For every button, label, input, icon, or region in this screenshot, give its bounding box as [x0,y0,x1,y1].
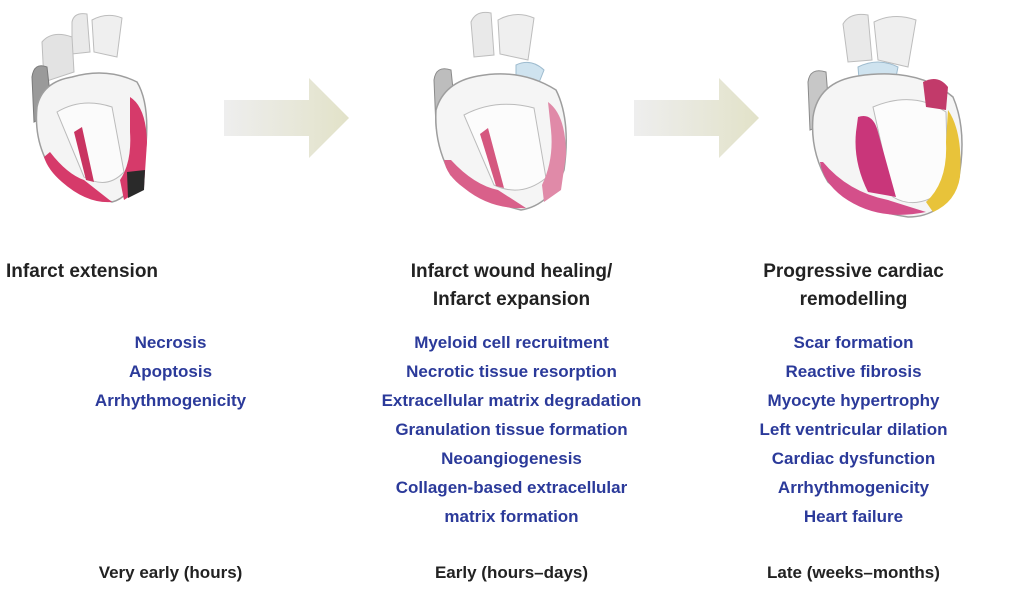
stage-title-line1: Progressive cardiac [763,261,944,282]
list-item: Cardiac dysfunction [771,449,936,468]
right-arrow-icon [224,78,349,158]
list-item: Necrotic tissue resorption [406,362,617,381]
list-item: Collagen-based extracellular [395,478,628,497]
list-item: Myeloid cell recruitment [414,333,609,352]
list-item: Apoptosis [128,362,213,381]
stage-very-early: Infarct extension Necrosis Apoptosis Arr… [0,0,341,597]
time-label: Early (hours–days) [434,563,589,582]
stage-late: Progressive cardiac remodelling Scar for… [683,0,1024,597]
time-label: Very early (hours) [98,563,243,582]
list-item: Arrhythmogenicity [94,391,247,410]
list-item: Myocyte hypertrophy [767,391,940,410]
process-list: Myeloid cell recruitment Necrotic tissue… [341,328,682,531]
stage-early: Infarct wound healing/ Infarct expansion… [341,0,682,597]
list-item: matrix formation [444,507,579,526]
stage-title: Infarct wound healing/ Infarct expansion [341,258,682,314]
stage-title: Infarct extension [6,258,341,286]
list-item: Heart failure [803,507,904,526]
stage-title-line2: Infarct expansion [432,289,591,310]
list-item: Neoangiogenesis [441,449,582,468]
stage-title-line2: remodelling [799,289,908,310]
list-item: Arrhythmogenicity [777,478,930,497]
list-item: Granulation tissue formation [395,420,628,439]
time-label: Late (weeks–months) [767,563,940,582]
stage-title-line1: Infarct extension [6,261,159,282]
list-item: Necrosis [134,333,207,352]
heart-illustration-icon [31,13,148,203]
heart-illustration-icon [807,13,963,218]
stage-title-line1: Infarct wound healing/ [410,261,613,282]
process-list: Scar formation Reactive fibrosis Myocyte… [683,328,1024,531]
list-item: Scar formation [793,333,914,352]
list-item: Extracellular matrix degradation [381,391,642,410]
list-item: Left ventricular dilation [759,420,948,439]
process-list: Necrosis Apoptosis Arrhythmogenicity [0,328,341,415]
right-arrow-icon [634,78,759,158]
heart-illustration-icon [433,11,567,211]
list-item: Reactive fibrosis [785,362,922,381]
stage-title: Progressive cardiac remodelling [683,258,1024,314]
